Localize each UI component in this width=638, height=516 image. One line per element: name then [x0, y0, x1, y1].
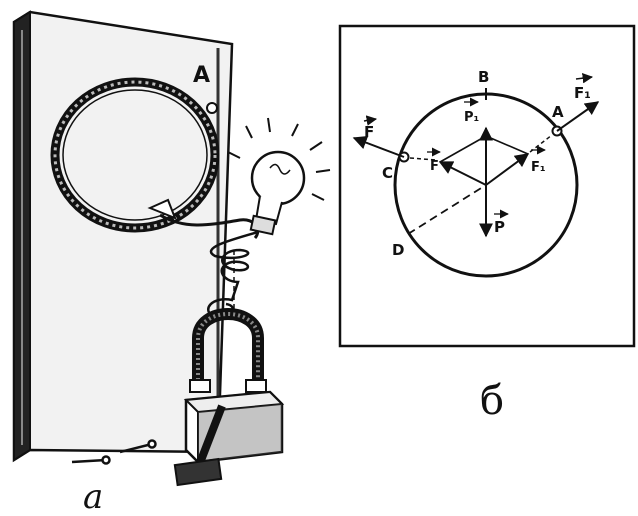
vector-f-inner [438, 161, 487, 186]
vector-f1-outer [556, 101, 600, 132]
label-d: D [392, 241, 404, 259]
vector-f-outer [352, 135, 405, 158]
vector-f1-inner [485, 153, 530, 186]
label-vector-f1: F₁ [574, 84, 591, 102]
vector-labels: F F F₁ F₁ P₁ P [363, 72, 594, 236]
caption-a: a [83, 477, 103, 516]
pin-a [206, 102, 218, 114]
label-vector-f-inner: F [430, 159, 439, 174]
caption-b: б [480, 378, 504, 424]
dash-a-f1 [529, 134, 553, 153]
light-rays [227, 117, 331, 201]
label-vector-f1-inner: F₁ [531, 160, 546, 175]
hammer [173, 404, 226, 487]
label-b: B [478, 68, 489, 86]
figure-b: B A C D F F F₁ F₁ P₁ [338, 24, 636, 424]
coil-label-a: A [193, 63, 210, 88]
label-vector-p: P [494, 218, 505, 236]
light-bulb [249, 150, 306, 236]
dashed-diameter [407, 184, 487, 235]
figure-a: A [12, 10, 331, 516]
label-c: C [382, 164, 393, 182]
electromagnet [189, 308, 267, 393]
force-parallelogram [438, 126, 530, 238]
wire-coil-ring [50, 77, 220, 233]
label-vector-p1: P₁ [464, 110, 479, 125]
label-a: A [552, 103, 564, 121]
label-vector-f: F [364, 123, 374, 141]
lead-wire-2 [147, 198, 177, 220]
nails [71, 439, 157, 465]
dash-c-f [409, 157, 437, 161]
